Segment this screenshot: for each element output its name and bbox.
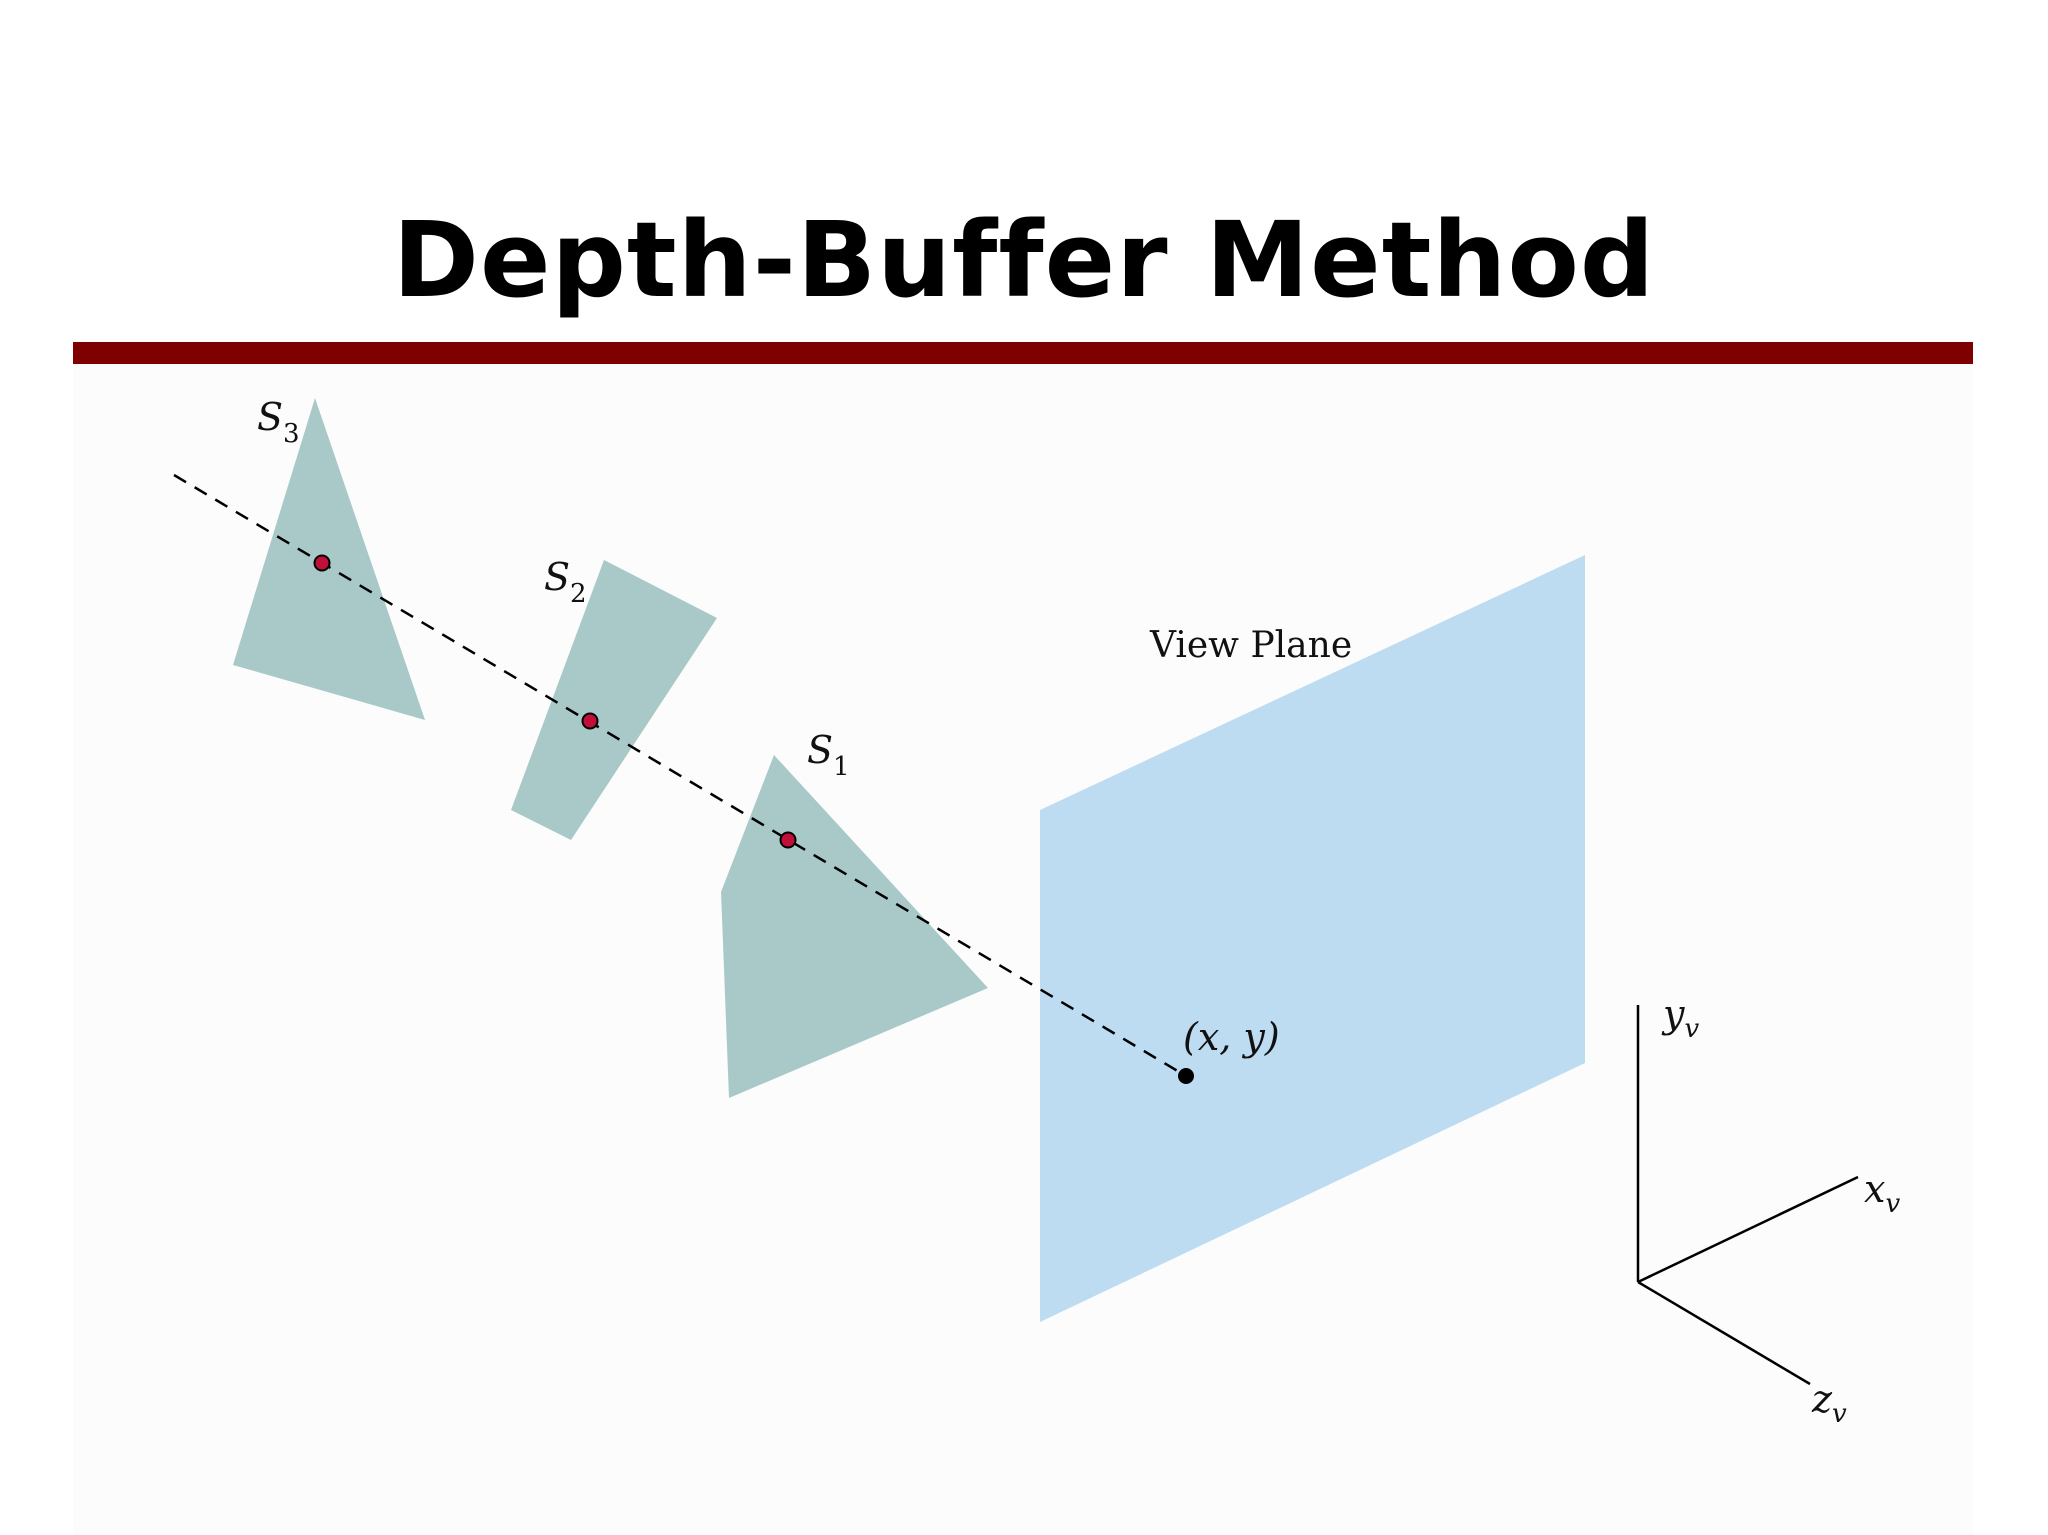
view-plane	[1040, 555, 1585, 1322]
view-plane-label: View Plane	[1149, 625, 1352, 666]
figure-background	[73, 364, 1973, 1535]
axis-label-y: yv	[1661, 992, 1699, 1044]
surface-label-s2: S2	[544, 555, 587, 609]
surface-s2	[511, 560, 717, 840]
axis-label-z: zv	[1811, 1377, 1847, 1429]
title-divider	[73, 342, 1973, 364]
surface-label-s1: S1	[807, 728, 850, 782]
z-axis	[1637, 1280, 1811, 1386]
coordinate-axes	[1636, 1005, 1859, 1386]
surface-label-s3: S3	[257, 395, 300, 449]
point-label: (x, y)	[1183, 1015, 1280, 1059]
intersection-point-s1	[779, 831, 797, 849]
x-axis	[1637, 1175, 1859, 1284]
intersection-point-s2	[581, 712, 599, 730]
surface-s1	[721, 755, 988, 1098]
projection-point	[1178, 1068, 1194, 1084]
slide-title: Depth-Buffer Method	[392, 199, 1656, 321]
intersection-point-s3	[313, 554, 331, 572]
axis-label-x: xv	[1864, 1167, 1900, 1219]
projection-line	[173, 473, 1187, 1078]
